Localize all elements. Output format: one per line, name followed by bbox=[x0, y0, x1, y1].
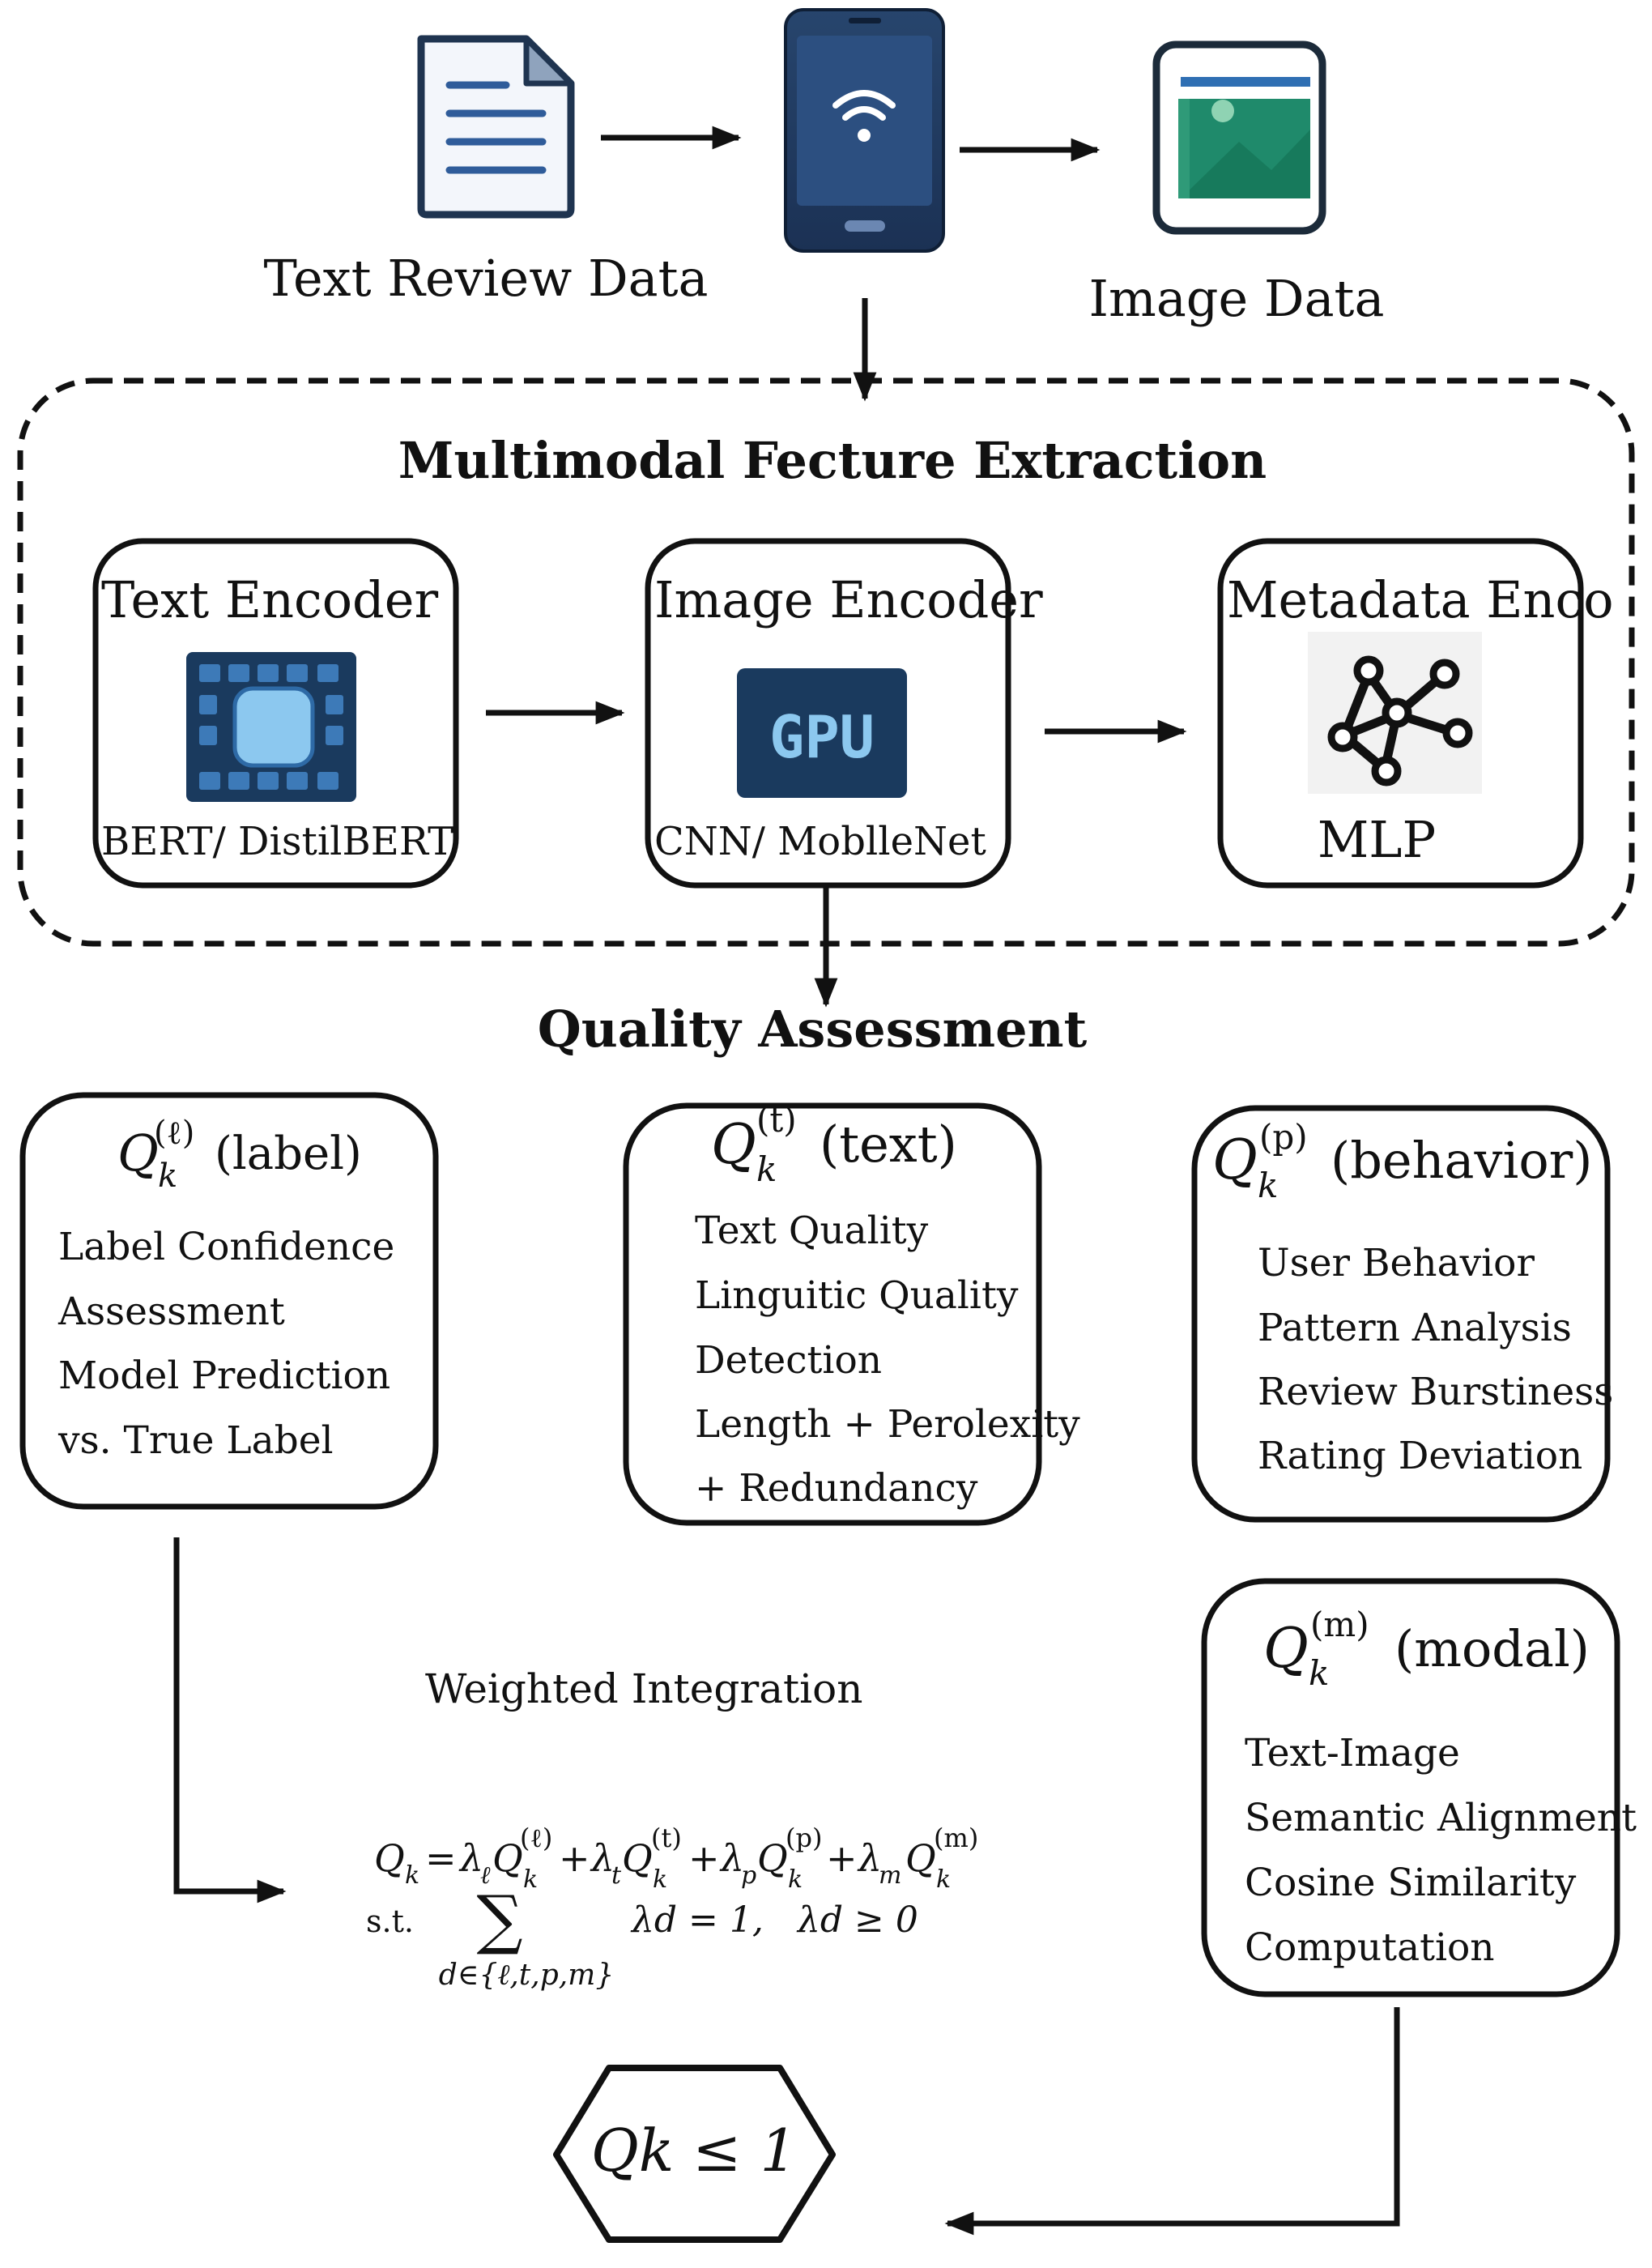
arrow-label-box-to-formula bbox=[173, 1537, 287, 1904]
svg-text:Text Quality: Text Quality bbox=[695, 1209, 929, 1253]
svg-text:λ: λ bbox=[590, 1836, 615, 1880]
svg-text:Q: Q bbox=[757, 1836, 788, 1880]
svg-text:GPU: GPU bbox=[769, 703, 875, 771]
svg-text:k: k bbox=[1309, 1653, 1329, 1693]
svg-text:Detection: Detection bbox=[695, 1338, 882, 1383]
svg-text:d∈{ℓ,t,p,m}: d∈{ℓ,t,p,m} bbox=[439, 1959, 614, 1992]
behavior-quality-box: Q k (p) (behavior) User Behavior Pattern… bbox=[1191, 1105, 1613, 1523]
svg-text:λd ≥ 0: λd ≥ 0 bbox=[796, 1899, 918, 1941]
svg-text:k: k bbox=[523, 1865, 538, 1894]
svg-text:Cosine Similarity: Cosine Similarity bbox=[1245, 1861, 1577, 1905]
svg-text:+ Redundancy: + Redundancy bbox=[695, 1466, 978, 1511]
svg-text:Assessment: Assessment bbox=[57, 1290, 285, 1334]
svg-text:Semantic Alignment: Semantic Alignment bbox=[1245, 1796, 1637, 1840]
gpu-icon: GPU bbox=[737, 668, 907, 798]
label-quality-box: Q k (ℓ) (label) Label Confidence Assessm… bbox=[19, 1092, 439, 1510]
svg-text:(p): (p) bbox=[786, 1823, 822, 1853]
text-encoder-title: Text Encoder bbox=[101, 570, 438, 629]
metadata-encoder-model: MLP bbox=[1318, 810, 1436, 869]
svg-text:Model Prediction: Model Prediction bbox=[58, 1354, 390, 1398]
document-icon bbox=[417, 35, 575, 219]
svg-text:Length + Perolexity: Length + Perolexity bbox=[695, 1402, 1080, 1447]
svg-text:Computation: Computation bbox=[1245, 1925, 1495, 1970]
svg-text:Q: Q bbox=[117, 1123, 159, 1183]
svg-text:Label Confidence: Label Confidence bbox=[58, 1225, 394, 1269]
svg-text:(p): (p) bbox=[1259, 1117, 1308, 1157]
svg-text:(t): (t) bbox=[651, 1823, 682, 1853]
svg-text:∑: ∑ bbox=[476, 1882, 522, 1957]
image-encoder-title: Image Encoder bbox=[654, 570, 1043, 629]
text-encoder-model: BERT/ DistilBERT bbox=[101, 819, 453, 864]
svg-text:=: = bbox=[425, 1836, 457, 1880]
output-constraint: Qk ≤ 1 bbox=[591, 2117, 798, 2185]
svg-text:k: k bbox=[788, 1865, 803, 1894]
svg-text:m: m bbox=[879, 1861, 901, 1890]
svg-text:+: + bbox=[559, 1836, 590, 1880]
modal-box-tag: (modal) bbox=[1394, 1619, 1590, 1678]
modal-quality-box: Q k (m) (modal) Text-Image Semantic Alig… bbox=[1201, 1578, 1637, 1997]
output-hexagon: Qk ≤ 1 bbox=[553, 2065, 836, 2243]
svg-text:Q: Q bbox=[1212, 1128, 1258, 1192]
svg-text:k: k bbox=[653, 1865, 667, 1894]
weighted-sum-formula: Q k = λ ℓ Q k (ℓ) + λ t Q k (t) + λ p Q … bbox=[374, 1823, 978, 1894]
svg-text:s.t.: s.t. bbox=[366, 1904, 414, 1939]
image-data-label: Image Data bbox=[1089, 269, 1385, 328]
svg-text:+: + bbox=[688, 1836, 720, 1880]
svg-text:λd = 1,: λd = 1, bbox=[630, 1899, 764, 1941]
smartphone-wifi-icon bbox=[784, 8, 945, 253]
svg-text:Q: Q bbox=[1263, 1617, 1309, 1681]
svg-text:(ℓ): (ℓ) bbox=[520, 1823, 552, 1853]
label-box-tag: (label) bbox=[215, 1128, 362, 1180]
text-box-tag: (text) bbox=[820, 1115, 957, 1174]
chip-icon bbox=[186, 652, 356, 802]
svg-text:(m): (m) bbox=[934, 1823, 978, 1853]
text-encoder-box: Text Encoder BERT/ DistilBERT bbox=[92, 538, 459, 889]
svg-text:k: k bbox=[1258, 1166, 1278, 1205]
svg-text:+: + bbox=[826, 1836, 858, 1880]
svg-text:k: k bbox=[756, 1149, 777, 1189]
svg-text:Rating Deviation: Rating Deviation bbox=[1258, 1434, 1582, 1478]
svg-text:(m): (m) bbox=[1310, 1605, 1369, 1644]
network-graph-icon bbox=[1308, 632, 1482, 794]
svg-text:Pattern Analysis: Pattern Analysis bbox=[1258, 1306, 1572, 1350]
svg-text:p: p bbox=[741, 1861, 756, 1890]
svg-text:Q: Q bbox=[905, 1836, 936, 1880]
weighted-integration-label: Weighted Integration bbox=[425, 1665, 862, 1712]
metadata-encoder-box: Metadata Enco MLP bbox=[1217, 538, 1614, 889]
svg-text:λ: λ bbox=[458, 1836, 483, 1880]
svg-text:k: k bbox=[936, 1865, 951, 1894]
svg-text:User Behavior: User Behavior bbox=[1258, 1241, 1535, 1285]
svg-text:λ: λ bbox=[719, 1836, 744, 1880]
constraint-formula: s.t. ∑ d∈{ℓ,t,p,m} λd = 1, λd ≥ 0 bbox=[366, 1882, 918, 1992]
behavior-box-tag: (behavior) bbox=[1331, 1131, 1592, 1190]
arrow-modal-box-to-output bbox=[944, 2007, 1400, 2236]
quality-assessment-title: Quality Assessment bbox=[538, 1000, 1088, 1059]
svg-text:(t): (t) bbox=[756, 1100, 797, 1140]
image-encoder-model: CNN/ MoblleNet bbox=[654, 819, 986, 864]
image-encoder-box: Image Encoder GPU CNN/ MoblleNet bbox=[645, 538, 1043, 889]
svg-text:k: k bbox=[405, 1861, 419, 1890]
extraction-title: Multimodal Fecture Extraction bbox=[398, 431, 1267, 490]
svg-text:k: k bbox=[158, 1157, 177, 1195]
text-quality-box: Q k (t) (text) Text Quality Linguitic Qu… bbox=[623, 1100, 1080, 1526]
svg-text:Q: Q bbox=[492, 1836, 523, 1880]
image-file-icon bbox=[1152, 40, 1326, 235]
svg-text:Text-Image: Text-Image bbox=[1245, 1731, 1460, 1776]
svg-text:Q: Q bbox=[374, 1836, 405, 1880]
svg-text:t: t bbox=[611, 1861, 622, 1890]
svg-text:Q: Q bbox=[622, 1836, 653, 1880]
svg-text:Linguitic Quality: Linguitic Quality bbox=[695, 1273, 1019, 1318]
svg-text:ℓ: ℓ bbox=[480, 1861, 491, 1890]
svg-text:(ℓ): (ℓ) bbox=[154, 1115, 194, 1152]
metadata-encoder-title: Metadata Enco bbox=[1227, 570, 1614, 629]
svg-text:vs. True Label: vs. True Label bbox=[57, 1418, 334, 1463]
svg-text:Review Burstiness: Review Burstiness bbox=[1258, 1370, 1613, 1414]
text-review-data-label: Text Review Data bbox=[263, 249, 708, 308]
svg-text:Q: Q bbox=[711, 1113, 756, 1177]
svg-text:λ: λ bbox=[857, 1836, 882, 1880]
